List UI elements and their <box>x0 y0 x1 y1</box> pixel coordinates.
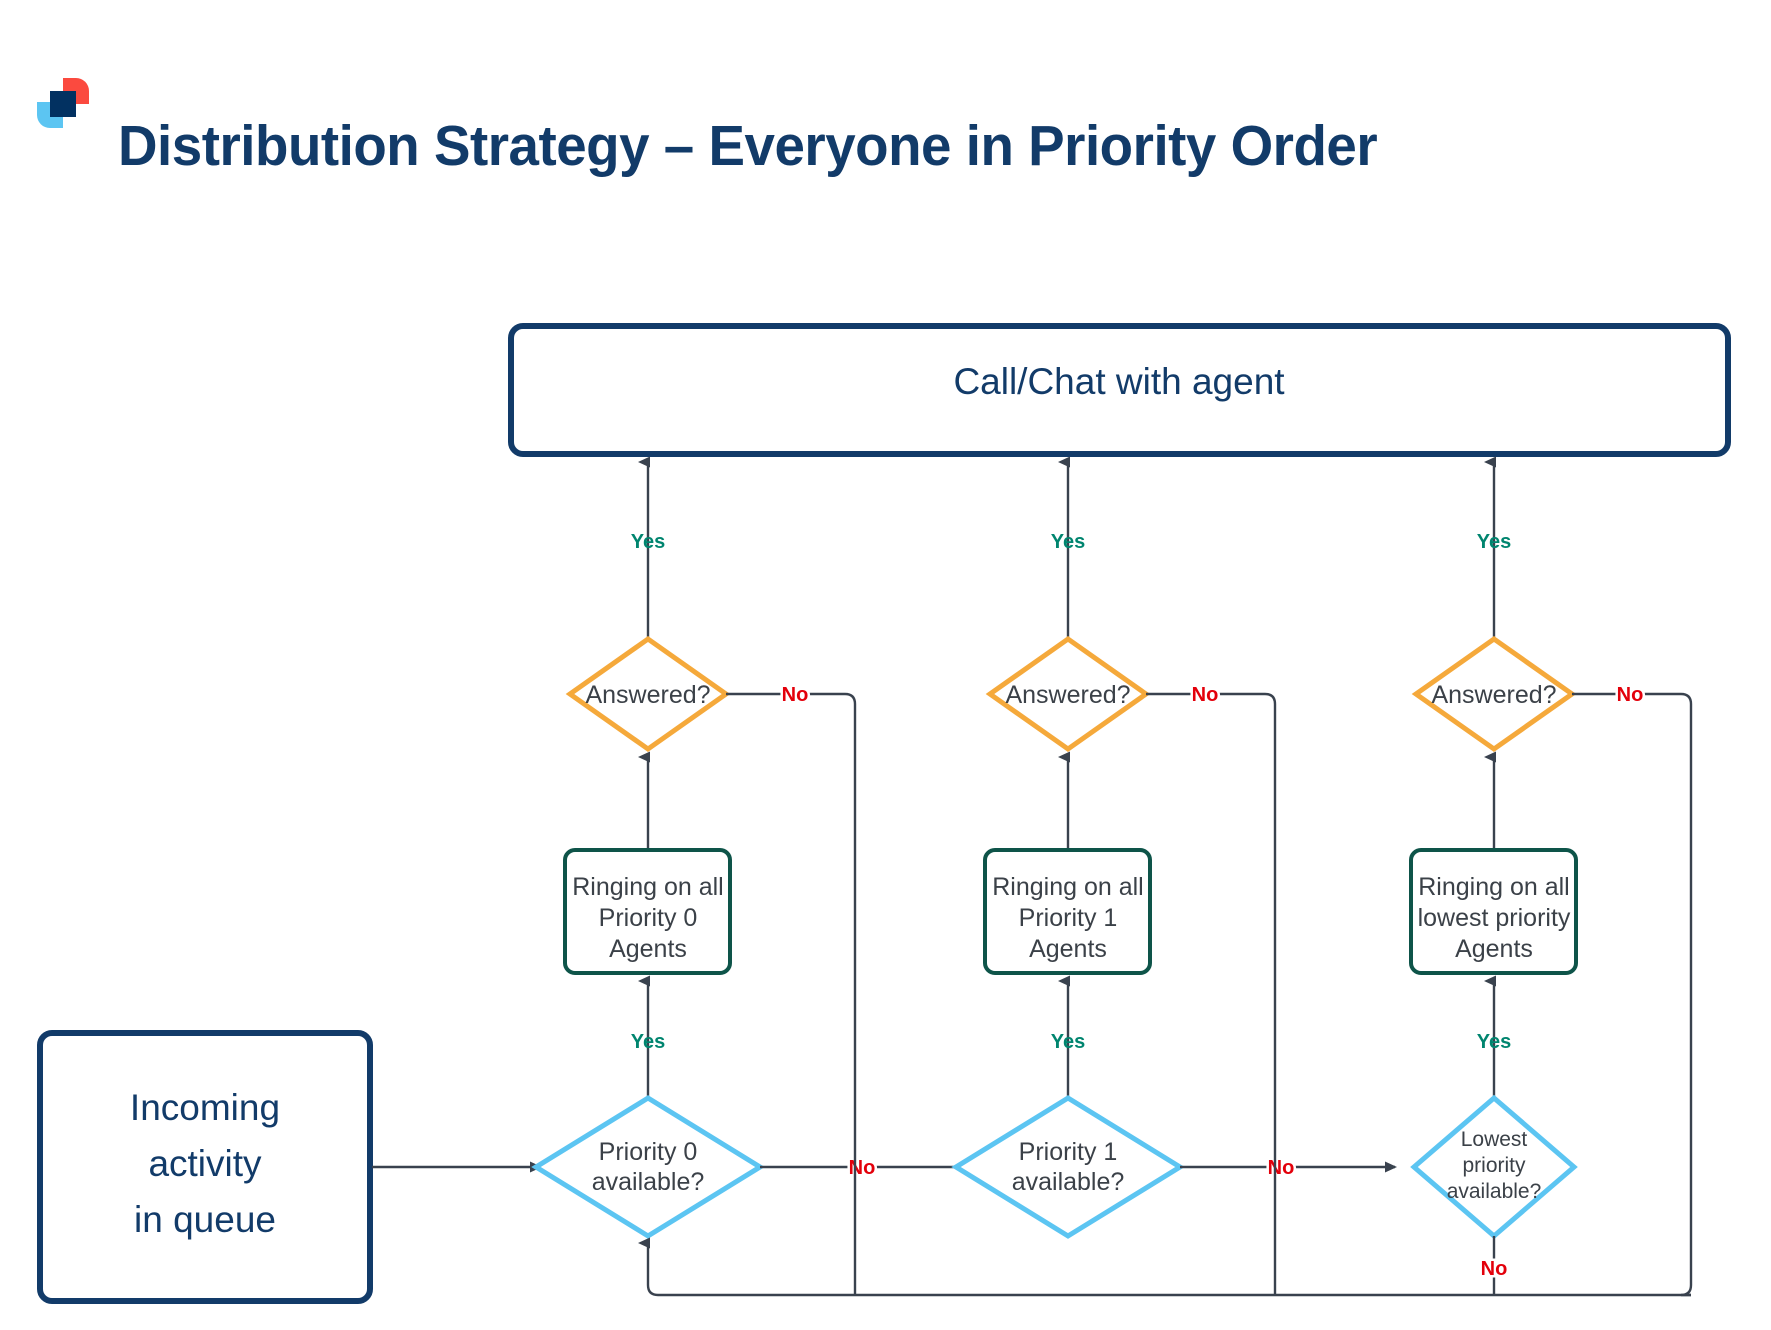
node-ringing-lowest-line-1: Ringing on all <box>1418 873 1570 901</box>
node-incoming-line-2: activity <box>148 1143 262 1184</box>
node-priority1-available-line-1: Priority 1 <box>1019 1138 1118 1166</box>
edge-answered2-no <box>1572 692 1693 1297</box>
node-ringing-lowest-priority[interactable]: Ringing on all lowest priority Agents <box>1409 848 1578 975</box>
edge-label-yes-priority1: Yes <box>1051 1031 1085 1053</box>
node-call-chat-with-agent[interactable]: Call/Chat with agent <box>508 323 1731 457</box>
node-ringing-priority0-line-3: Agents <box>609 935 687 963</box>
edge-label-yes-answered0: Yes <box>631 531 665 553</box>
node-answered-priority0[interactable]: Answered? <box>565 635 731 753</box>
node-ringing-priority1-line-2: Priority 1 <box>1019 904 1118 932</box>
node-ringing-priority1-line-3: Agents <box>1029 935 1107 963</box>
node-incoming-activity[interactable]: Incoming activity in queue <box>37 1030 373 1304</box>
node-answered-priority1-label: Answered? <box>1005 681 1130 709</box>
node-lowest-available-line-1: Lowest <box>1461 1128 1528 1151</box>
node-call-chat-label: Call/Chat with agent <box>953 361 1285 402</box>
node-priority0-available[interactable]: Priority 0 available? <box>531 1095 765 1239</box>
brand-logo-icon <box>37 78 89 128</box>
node-answered-lowest-priority[interactable]: Answered? <box>1411 635 1577 753</box>
node-lowest-available-line-3: available? <box>1447 1180 1542 1203</box>
edge-label-no-priority0: No <box>849 1157 876 1179</box>
node-ringing-priority0[interactable]: Ringing on all Priority 0 Agents <box>563 848 732 975</box>
edge-label-yes-answered2: Yes <box>1477 531 1511 553</box>
node-answered-lowest-priority-label: Answered? <box>1431 681 1556 709</box>
node-answered-priority1[interactable]: Answered? <box>985 635 1151 753</box>
edge-label-yes-lowest: Yes <box>1477 1031 1511 1053</box>
node-priority0-available-line-2: available? <box>592 1168 705 1196</box>
edge-label-no-answered2: No <box>1617 684 1644 706</box>
node-incoming-line-1: Incoming <box>130 1087 280 1128</box>
edge-label-no-answered0: No <box>782 684 809 706</box>
node-incoming-line-3: in queue <box>134 1199 276 1240</box>
edge-answered0-no <box>726 692 857 1295</box>
edge-label-no-answered1: No <box>1192 684 1219 706</box>
node-lowest-available-line-2: priority <box>1462 1154 1526 1177</box>
page-title: Distribution Strategy – Everyone in Prio… <box>118 114 1378 178</box>
node-ringing-priority1[interactable]: Ringing on all Priority 1 Agents <box>983 848 1152 975</box>
node-ringing-priority0-line-1: Ringing on all <box>572 873 724 901</box>
node-ringing-lowest-line-2: lowest priority <box>1418 904 1571 932</box>
node-priority1-available-line-2: available? <box>1012 1168 1125 1196</box>
node-ringing-priority1-line-1: Ringing on all <box>992 873 1144 901</box>
edge-label-no-priority1: No <box>1268 1157 1295 1179</box>
node-ringing-lowest-line-3: Agents <box>1455 935 1533 963</box>
node-priority1-available[interactable]: Priority 1 available? <box>951 1095 1185 1239</box>
edge-return-to-priority0 <box>638 1237 1691 1297</box>
edge-label-yes-answered1: Yes <box>1051 531 1085 553</box>
node-lowest-priority-available[interactable]: Lowest priority available? <box>1410 1094 1578 1240</box>
edge-answered1-no <box>1146 692 1277 1295</box>
node-answered-priority0-label: Answered? <box>585 681 710 709</box>
node-ringing-priority0-line-2: Priority 0 <box>599 904 698 932</box>
node-priority0-available-line-1: Priority 0 <box>599 1138 698 1166</box>
edge-label-yes-priority0: Yes <box>631 1031 665 1053</box>
edge-label-no-lowest: No <box>1481 1258 1508 1280</box>
